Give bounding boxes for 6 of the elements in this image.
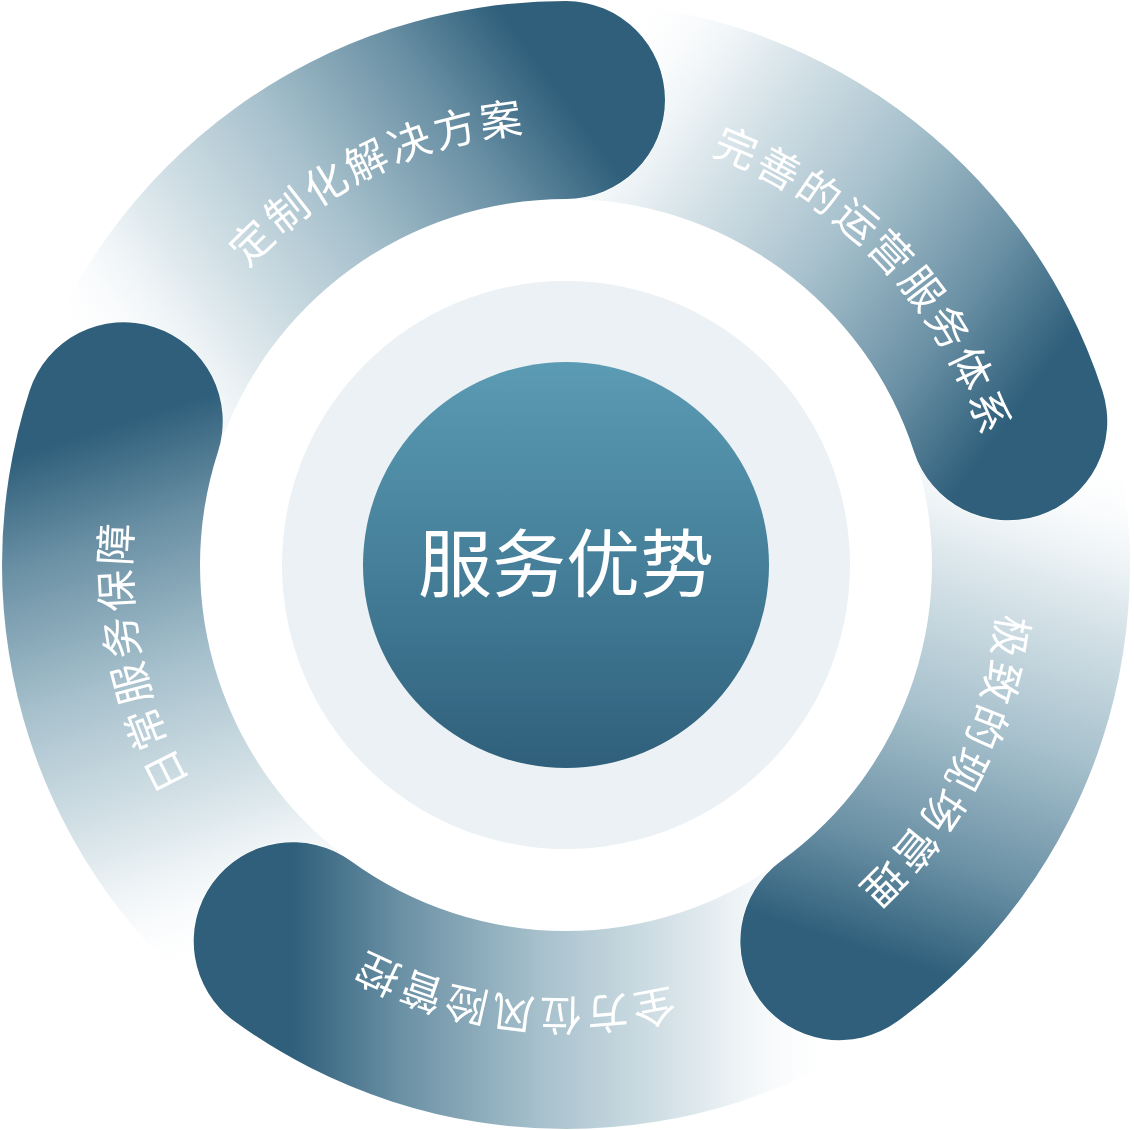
center-title: 服务优势 <box>418 528 714 602</box>
segment-label: 完善的运营服务体系 <box>707 117 1021 445</box>
segment-label: 日常服务保障 <box>90 517 198 802</box>
segment-label: 定制化解决方案 <box>219 91 530 275</box>
segment-label: 极致的现场管理 <box>848 611 1038 920</box>
segment-label: 全方位风险管控 <box>344 940 680 1040</box>
